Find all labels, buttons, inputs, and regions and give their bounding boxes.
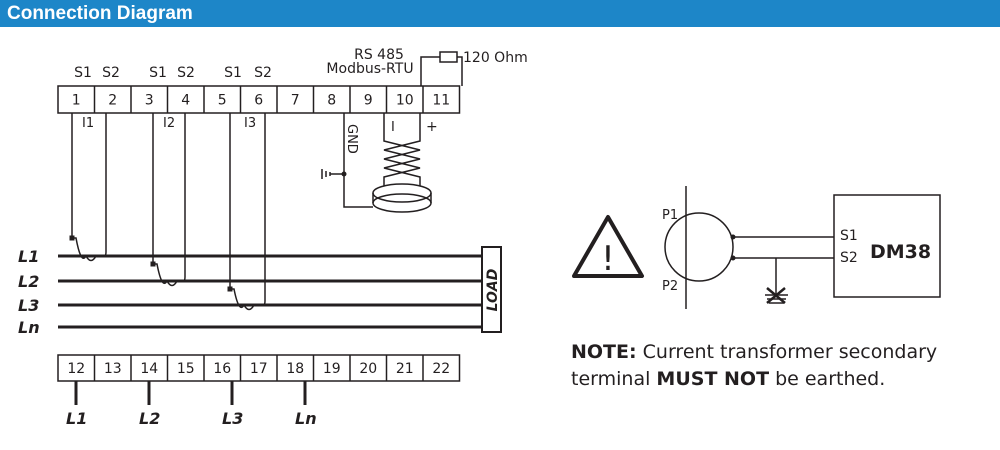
device-s2-label: S2 [840,250,858,266]
top-frame [57,85,461,114]
top-terminal-labels: S1 S2 S1 S2 S1 S2 [74,65,272,81]
ct2-s2-label: S2 [177,65,195,81]
modbus-label-text: Modbus-RTU [326,61,413,77]
ct2-s1-label: S1 [149,65,167,81]
ct-p2-label: P2 [662,279,678,294]
top-terminal-8: 8 [327,93,336,109]
ct1-dot [69,235,75,241]
ct3-s1-label: S1 [224,65,242,81]
plus-label: + [426,119,438,135]
bottom-terminal-22: 22 [432,361,450,377]
ct-input-label-2: I2 [163,116,175,131]
resistor-value-label: 120 Ohm [463,50,528,66]
warning-sign: ! [572,215,644,279]
bottom-label-Ln: Ln [295,409,317,428]
note-text-2: be earthed. [769,368,886,390]
bottom-terminal-15: 15 [177,361,195,377]
bottom-terminal-block: 12 13 14 15 16 17 18 19 20 21 22 [57,354,461,382]
bottom-terminal-17: 17 [250,361,268,377]
bottom-frame [57,354,461,382]
top-terminal-10: 10 [396,93,414,109]
load-label: LOAD [485,269,501,312]
ct3-dot [227,286,233,292]
ct-schematic [664,186,941,309]
line-label-L1: L1 [18,247,39,266]
rs485-wiring [321,113,432,213]
bottom-terminal-16: 16 [213,361,231,377]
bottom-label-L1: L1 [66,409,87,428]
ct1-s1-label: S1 [74,65,92,81]
warning-exclamation: ! [601,239,615,279]
top-terminal-11: 11 [432,93,450,109]
bottom-terminal-13: 13 [104,361,122,377]
earthing-note: NOTE: Current transformer secondary term… [571,339,991,393]
gnd-label: GND [344,124,359,154]
ct2-loop [152,113,186,287]
ct-p1-label: P1 [662,208,678,223]
line-label-Ln: Ln [18,318,40,337]
rs485-label: RS 485 [354,47,404,63]
ct1-loop [71,113,107,262]
bottom-label-L3: L3 [222,409,243,428]
ct-input-label-3: I3 [244,116,256,131]
note-prefix: NOTE: [571,341,637,363]
bottom-label-L2: L2 [139,409,160,428]
bottom-terminal-21: 21 [396,361,414,377]
top-terminal-5: 5 [218,93,227,109]
bottom-terminal-labels: L1 L2 L3 Ln [66,381,317,428]
top-terminal-9: 9 [364,93,373,109]
load-box: LOAD [481,246,502,333]
top-terminal-7: 7 [291,93,300,109]
device-s1-label: S1 [840,228,858,244]
termination-resistor [439,51,458,63]
ct-junction-s2 [730,255,736,261]
top-terminal-1: 1 [72,93,81,109]
bottom-terminal-14: 14 [140,361,158,377]
top-terminal-block: 1 2 3 4 5 6 7 8 9 10 11 [57,85,461,114]
ct-input-label-1: I1 [82,116,94,131]
bottom-terminal-19: 19 [323,361,341,377]
top-terminal-6: 6 [254,93,263,109]
line-label-L3: L3 [18,296,39,315]
top-terminal-3: 3 [145,93,154,109]
top-terminal-4: 4 [181,93,190,109]
bottom-terminal-20: 20 [359,361,377,377]
ct2-dot [150,261,156,267]
page-title: Connection Diagram [7,3,193,24]
bottom-terminal-18: 18 [286,361,304,377]
warning-triangle-icon [572,215,644,278]
device-name-label: DM38 [870,241,931,263]
header-bar [0,0,1000,27]
note-text-1: Current transformer secondary terminal [571,341,938,390]
ct-junction-s1 [730,234,736,240]
top-terminal-2: 2 [108,93,117,109]
ct3-s2-label: S2 [254,65,272,81]
line-label-L2: L2 [18,272,39,291]
resistor-wiring [420,56,463,86]
note-emphasis: MUST NOT [656,368,770,390]
bottom-terminal-12: 12 [67,361,85,377]
ct1-s2-label: S2 [102,65,120,81]
gnd-junction [341,171,347,177]
minus-label: I [391,120,395,135]
